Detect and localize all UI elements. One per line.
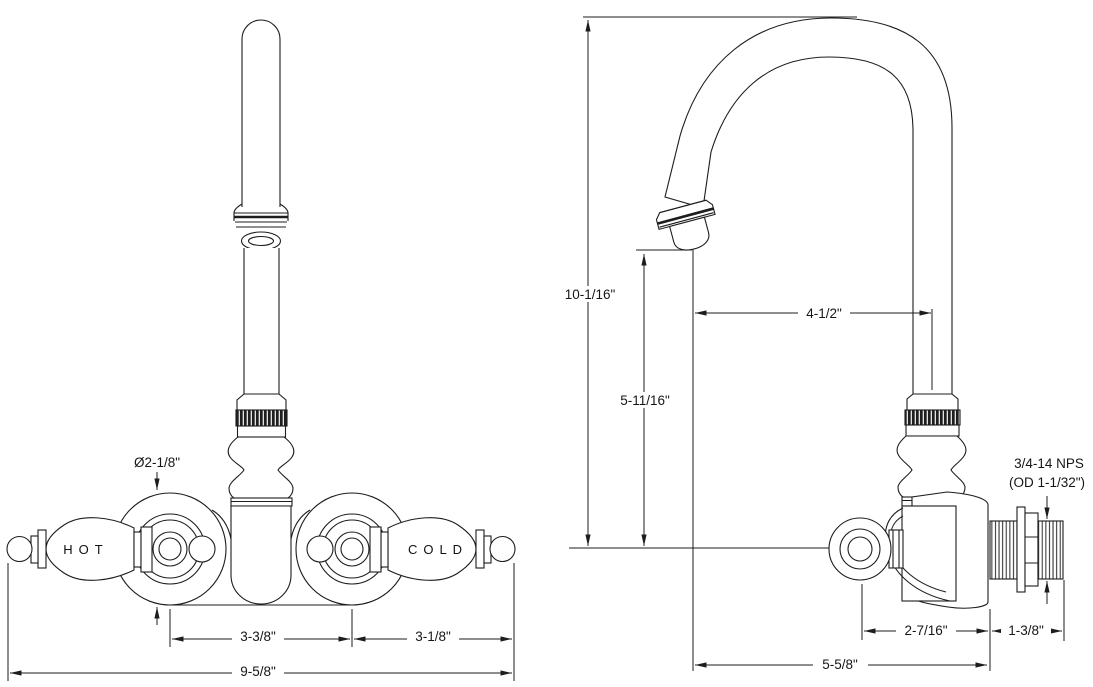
thread-section-inner: [989, 520, 1018, 580]
threaded-nipple: [989, 506, 1064, 593]
dim-spout-reach-label: 4-1/2": [806, 306, 842, 321]
valve-rosette-hot: [134, 513, 206, 585]
dim-handle-center-spacing-label: 3-3/8": [240, 629, 276, 644]
valve-body-side: [901, 505, 957, 602]
nipple-flange: [1016, 506, 1026, 593]
riser-details: [896, 393, 967, 507]
dim-overall-height-label: 10-1/16": [565, 287, 616, 302]
dim-escutcheon-diameter-label: Ø2-1/8": [134, 455, 180, 470]
hot-lever-label: HOT: [63, 542, 108, 557]
extension-lines: [7, 563, 515, 681]
front-view-dimensions: Ø2-1/8" 3-3/8" 3-1/8" 9-5/8": [7, 455, 515, 681]
spout-ring: [236, 425, 287, 438]
thread-spec-label-line2: (OD 1-1/32"): [1009, 475, 1085, 490]
spout-tip-collar: [233, 203, 289, 251]
side-view: 10-1/16" 5-11/16" 4-1/2" 5-5/8" 2-7/16" …: [558, 16, 1085, 673]
nipple-nut: [1024, 512, 1039, 587]
gooseneck-spout: [664, 17, 953, 396]
thread-section-outer: [1037, 520, 1064, 580]
thread-spec-label-line1: 3/4-14 NPS: [1014, 456, 1084, 471]
dim-outlet-height-label: 5-11/16": [620, 393, 670, 408]
faucet-body-column: [227, 436, 295, 605]
side-view-dimensions: 10-1/16" 5-11/16" 4-1/2" 5-5/8" 2-7/16" …: [558, 20, 1085, 673]
riser-knurled-nut: [904, 409, 961, 426]
stem-ball-hot: [188, 535, 216, 563]
dim-body-depth-label: 2-7/16": [904, 623, 947, 638]
plate-connector-curves: [211, 509, 311, 540]
spout-knurled-nut: [235, 409, 288, 427]
spout-mid-tube: [243, 248, 280, 395]
cold-lever-label: COLD: [408, 542, 468, 557]
depth-extension-lines: [861, 580, 1065, 671]
dim-nipple-length-label: 1-3/8": [1008, 623, 1044, 638]
dim-overall-width-label: 9-5/8": [240, 664, 276, 679]
dim-handle-reach-label: 3-1/8": [415, 629, 451, 644]
outlet-extension-lines: [636, 249, 694, 671]
stem-ball-cold: [306, 535, 334, 563]
dim-overall-depth-label: 5-5/8": [822, 657, 858, 672]
handle-end-on: [828, 517, 904, 581]
front-view: HOT COLD Ø2-1/8": [6, 19, 516, 681]
spout-outlet: [655, 199, 716, 251]
spout-flare: [236, 393, 287, 411]
spout-front: [233, 19, 289, 438]
spout-upper-tube: [241, 19, 281, 207]
